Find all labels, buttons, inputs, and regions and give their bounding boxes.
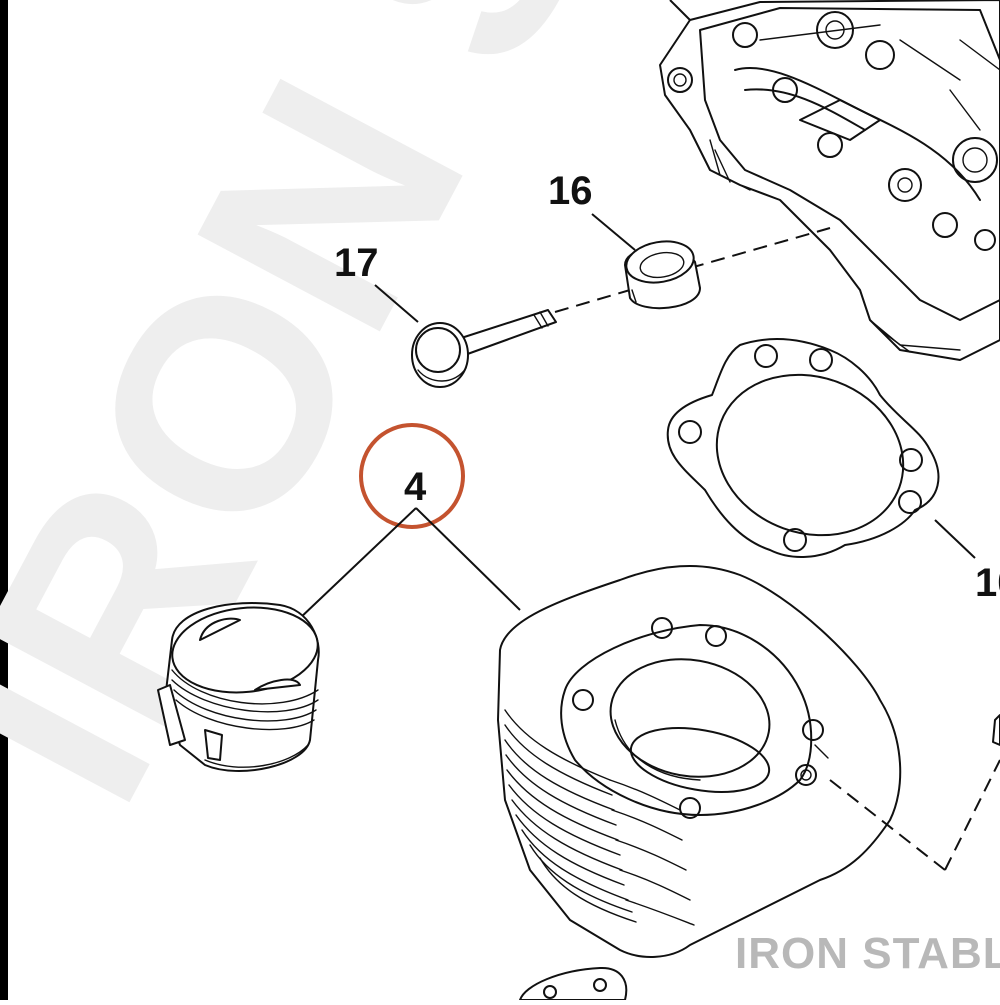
callout-piston-cylinder: 4 xyxy=(404,465,427,509)
highlight-circle xyxy=(359,423,465,529)
valve-seal-part xyxy=(624,240,701,310)
valve-axis-line xyxy=(554,289,631,313)
piston-leader xyxy=(297,507,417,621)
head-leader xyxy=(669,0,691,21)
valve-leader xyxy=(374,284,419,323)
cylinder-part xyxy=(497,564,902,958)
brand-text: IRON STABLE xyxy=(735,929,1000,978)
seal-leader xyxy=(591,213,636,251)
cylinder-head xyxy=(659,0,1000,361)
head-gasket-part xyxy=(666,337,940,558)
stud-part-partial xyxy=(992,714,1000,746)
valve-part xyxy=(411,309,557,388)
piston-part xyxy=(157,602,320,772)
base-gasket-partial xyxy=(519,966,628,1001)
callout-gasket: 10 xyxy=(975,561,1000,605)
left-edge-bar xyxy=(0,0,8,1000)
stud-axis-line xyxy=(829,779,946,871)
gasket-leader xyxy=(934,519,976,559)
callout-valve: 17 xyxy=(334,241,379,285)
cylinder-leader xyxy=(415,507,521,611)
callout-seal: 16 xyxy=(548,169,593,213)
